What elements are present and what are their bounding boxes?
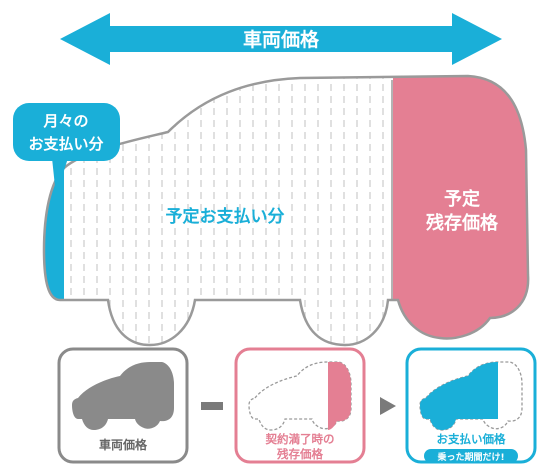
triangle-arrow-icon [380,397,396,415]
payment-car-part [420,362,498,430]
step-residual-value: 契約満了時の 残存価格 [234,347,366,464]
step-vehicle-price: 車両価格 [57,347,189,464]
step2-label-line1: 契約満了時の [265,432,335,446]
bubble-line2: お支払い分 [28,135,103,153]
vehicle-price-arrow-label: 車両価格 [243,28,320,51]
step3-label: お支払い価格 [437,432,506,446]
dashed-car-icon [248,361,352,431]
gray-car-icon [72,362,174,430]
scheduled-payment-label: 予定お支払い分 [166,206,285,227]
minus-sign [201,402,223,410]
monthly-payment-bubble: 月々の お支払い分 [13,103,120,196]
step2-label-line2: 残存価格 [277,447,323,461]
residual-car-part [328,362,351,430]
step1-label: 車両価格 [99,437,148,452]
vehicle-price-arrow: 車両価格 [60,13,502,65]
residual-label-line2: 残存価格 [426,212,499,234]
step-payment-price: お支払い価格 乗った期間だけ! [405,347,537,464]
period-only-tag [424,449,518,463]
residual-label-line1: 予定 [444,188,480,210]
car-diagram: 予定お支払い分 予定 残存価格 [42,74,530,347]
period-only-tag-label: 乗った期間だけ! [437,451,504,463]
bubble-line1: 月々の [42,112,88,130]
